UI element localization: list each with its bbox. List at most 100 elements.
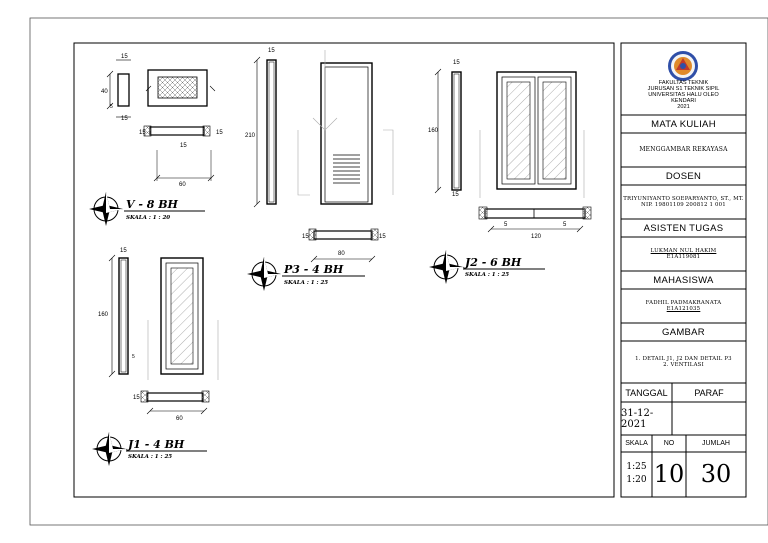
sheet-number: 10 bbox=[653, 460, 685, 488]
window-j2-dimensions: 15 160 15 5 120 5 bbox=[428, 60, 567, 240]
svg-text:15: 15 bbox=[121, 54, 128, 60]
drawing-info: 1. DETAIL J1, J2 DAN DETAIL P3 2. VENTIL… bbox=[621, 341, 746, 383]
svg-text:160: 160 bbox=[428, 128, 439, 134]
sign-label: PARAF bbox=[694, 387, 724, 398]
title-block: FAKULTAS TEKNIK JURUSAN S1 TEKNIK SIPIL … bbox=[621, 43, 746, 497]
label-j2-scale: SKALA : 1 : 25 bbox=[465, 272, 509, 278]
label-v-title: V - 8 BH bbox=[126, 198, 179, 211]
scale-values: 1:25 1:20 bbox=[621, 454, 652, 494]
svg-text:160: 160 bbox=[98, 312, 109, 318]
label-v-scale: SKALA : 1 : 20 bbox=[126, 215, 170, 221]
svg-text:15: 15 bbox=[453, 60, 460, 66]
lecturer-info: TRIYUNIYANTO SOEPARYANTO, ST., MT. NIP. … bbox=[621, 185, 746, 219]
assistant-header: ASISTEN TUGAS bbox=[643, 222, 724, 234]
window-j2-drawing bbox=[434, 68, 592, 233]
svg-text:5: 5 bbox=[110, 104, 113, 110]
j1-elevation bbox=[160, 257, 204, 375]
course-name: MENGGAMBAR REKAYASA bbox=[639, 146, 728, 153]
ventilation-drawing bbox=[106, 59, 216, 182]
j2-plan bbox=[484, 208, 586, 219]
assistant-info: LUKMAN NUL HAKIM E1A119081 bbox=[621, 237, 746, 271]
drawing-line-2: 2. VENTILASI bbox=[663, 362, 704, 368]
lecturer-nip: NIP. 19801109 200812 1 001 bbox=[641, 202, 726, 208]
vent-section bbox=[117, 73, 130, 107]
j2-section bbox=[451, 71, 462, 191]
j2-elevation bbox=[496, 71, 577, 190]
ventilation-dimensions: 15 40 5 15 15 15 15 60 bbox=[101, 54, 223, 188]
student-info: FADHIL PADMAKRANATA E1A121035 bbox=[621, 289, 746, 323]
svg-text:15: 15 bbox=[452, 192, 459, 198]
outer-border bbox=[29, 17, 768, 526]
date-value: 31-12-2021 bbox=[621, 407, 654, 430]
year-line: 2021 bbox=[677, 104, 690, 110]
door-p3-dimensions: 15 210 80 15 15 bbox=[245, 48, 386, 257]
svg-text:15: 15 bbox=[216, 130, 223, 136]
label-v bbox=[89, 192, 205, 226]
student-id: E1A121035 bbox=[666, 306, 701, 312]
door-p3-drawing bbox=[253, 50, 394, 263]
svg-text:15: 15 bbox=[302, 234, 309, 240]
student-header: MAHASISWA bbox=[653, 274, 714, 286]
label-p3 bbox=[247, 257, 365, 291]
svg-text:80: 80 bbox=[338, 251, 345, 257]
window-j1-dimensions: 15 160 5 15 60 bbox=[98, 248, 183, 422]
label-p3-scale: SKALA : 1 : 25 bbox=[284, 280, 328, 286]
svg-text:5: 5 bbox=[563, 222, 567, 228]
assistant-name: LUKMAN NUL HAKIM bbox=[650, 247, 717, 254]
svg-text:5: 5 bbox=[132, 354, 135, 360]
door-elevation bbox=[320, 62, 373, 205]
scale-label: SKALA bbox=[625, 440, 648, 447]
student-name: FADHIL PADMAKRANATA bbox=[645, 299, 722, 306]
label-j2 bbox=[429, 250, 545, 284]
j1-plan bbox=[146, 392, 204, 402]
north-symbol-icon bbox=[429, 250, 463, 284]
north-symbol-icon bbox=[247, 257, 281, 291]
scale-value-2: 1:20 bbox=[626, 475, 647, 485]
drawing-header: GAMBAR bbox=[662, 326, 705, 338]
door-plan bbox=[313, 230, 373, 240]
door-section bbox=[266, 59, 277, 205]
assistant-id: E1A119081 bbox=[666, 254, 701, 260]
j1-section bbox=[118, 257, 129, 375]
label-j2-title: J2 - 6 BH bbox=[463, 256, 522, 269]
course-header: MATA KULIAH bbox=[651, 118, 716, 130]
no-label: NO bbox=[663, 440, 675, 447]
svg-text:120: 120 bbox=[531, 234, 542, 240]
title-block-grid bbox=[621, 114, 746, 497]
drawing-frame bbox=[73, 42, 615, 498]
scale-value-1: 1:25 bbox=[626, 462, 647, 472]
lecturer-name: TRIYUNIYANTO SOEPARYANTO, ST., MT. bbox=[623, 195, 744, 202]
svg-text:5: 5 bbox=[504, 222, 508, 228]
vent-frame bbox=[147, 69, 208, 107]
label-j1-scale: SKALA : 1 : 25 bbox=[128, 454, 172, 460]
total-label: JUMLAH bbox=[701, 440, 730, 447]
svg-text:15: 15 bbox=[139, 130, 146, 136]
window-j1-drawing bbox=[108, 254, 219, 415]
institution-text: FAKULTAS TEKNIK JURUSAN S1 TEKNIK SIPIL … bbox=[621, 80, 746, 110]
date-label: TANGGAL bbox=[625, 387, 668, 398]
svg-text:15: 15 bbox=[133, 395, 140, 401]
svg-text:60: 60 bbox=[179, 182, 186, 188]
svg-text:15: 15 bbox=[121, 116, 128, 122]
north-symbol-icon bbox=[89, 192, 123, 226]
north-symbol-icon bbox=[92, 432, 126, 466]
university-logo-icon bbox=[668, 51, 698, 81]
svg-text:15: 15 bbox=[268, 48, 275, 54]
svg-text:15: 15 bbox=[180, 143, 187, 149]
drawing-line-1: 1. DETAIL J1, J2 DAN DETAIL P3 bbox=[635, 355, 732, 362]
department-line: JURUSAN S1 TEKNIK SIPIL bbox=[647, 86, 720, 92]
label-p3-title: P3 - 4 BH bbox=[283, 263, 344, 276]
vent-plan bbox=[149, 126, 205, 136]
svg-text:15: 15 bbox=[120, 248, 127, 254]
faculty-line: FAKULTAS TEKNIK bbox=[658, 80, 709, 86]
title-block-frame bbox=[620, 42, 747, 498]
label-j1-title: J1 - 4 BH bbox=[126, 438, 185, 451]
svg-text:40: 40 bbox=[101, 89, 108, 95]
svg-text:210: 210 bbox=[245, 133, 256, 139]
label-j1 bbox=[92, 432, 207, 466]
lecturer-header: DOSEN bbox=[665, 170, 702, 182]
door-louvre bbox=[333, 154, 360, 184]
city-line: KENDARI bbox=[671, 98, 696, 104]
svg-text:15: 15 bbox=[379, 234, 386, 240]
